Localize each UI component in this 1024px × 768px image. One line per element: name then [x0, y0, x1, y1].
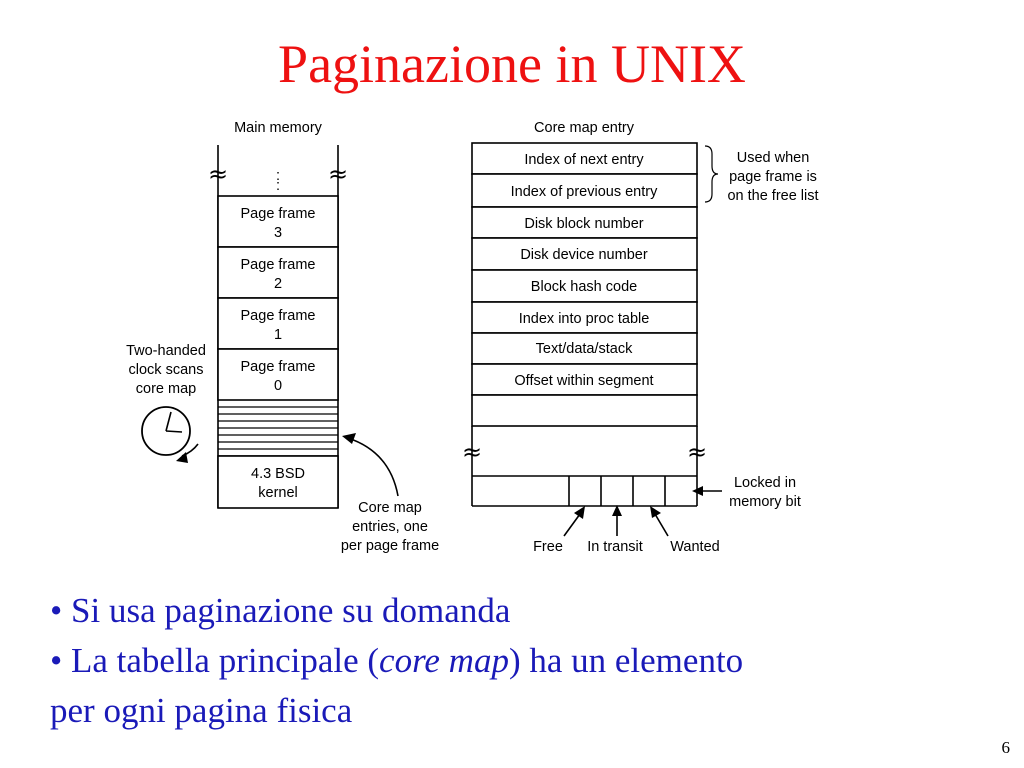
bullet-2-continued: per ogni pagina fisica	[50, 691, 353, 730]
wave-break-entry-left: ≈	[462, 438, 482, 466]
page-frame-3-line2: 3	[274, 225, 282, 241]
clock-label-line1: Two-handed	[126, 343, 206, 359]
page-number: 6	[1001, 738, 1011, 757]
clock-icon	[141, 406, 199, 463]
locked-label-line2: memory bit	[729, 494, 801, 510]
field-box-2	[471, 206, 698, 239]
core-map-term: core map	[379, 641, 509, 680]
free-list-brace	[704, 145, 719, 203]
field-box-empty	[471, 394, 698, 427]
page-frame-2-line1: Page frame	[241, 257, 316, 273]
field-box-0	[471, 142, 698, 175]
page-frame-1-line2: 1	[274, 327, 282, 343]
bsd-kernel-line1: 4.3 BSD	[251, 466, 305, 482]
free-list-label-line1: Used when	[737, 150, 810, 166]
free-list-label-line3: on the free list	[727, 188, 818, 204]
bit-arrows	[563, 486, 722, 537]
bit-wanted-label: Wanted	[670, 539, 719, 555]
wave-break-right: ≈	[328, 160, 348, 188]
page-frame-0-line2: 0	[274, 378, 282, 394]
bsd-kernel-line2: kernel	[258, 485, 298, 501]
memory-ellipsis: :	[276, 168, 280, 184]
core-map-label-line1: Core map	[358, 500, 422, 516]
bullet-1: • Si usa paginazione su domanda	[50, 591, 511, 630]
core-map-label-line3: per page frame	[341, 538, 439, 554]
page-frame-1-box	[217, 297, 339, 350]
free-list-label-line2: page frame is	[729, 169, 817, 185]
field-disk-device: Disk device number	[520, 247, 647, 263]
field-box-5	[471, 301, 698, 334]
field-offset-segment: Offset within segment	[514, 373, 653, 389]
page-frame-1-line1: Page frame	[241, 308, 316, 324]
field-disk-block: Disk block number	[524, 216, 643, 232]
field-index-previous: Index of previous entry	[511, 184, 658, 200]
core-map-entries	[218, 406, 338, 457]
core-map-label-line2: entries, one	[352, 519, 428, 535]
field-box-4	[471, 269, 698, 303]
slide-title: Paginazione in UNIX	[278, 34, 746, 94]
field-box-6	[471, 332, 698, 365]
bit-free-label: Free	[533, 539, 563, 555]
main-memory-label: Main memory	[234, 120, 323, 136]
bsd-kernel-box	[217, 455, 339, 509]
locked-label-line1: Locked in	[734, 475, 796, 491]
clock-label-line2: clock scans	[129, 362, 204, 378]
core-map-entry-label: Core map entry	[534, 120, 635, 136]
wave-break-left: ≈	[208, 160, 228, 188]
bit-in-transit-label: In transit	[587, 539, 643, 555]
field-proc-table: Index into proc table	[519, 311, 650, 327]
page-frame-2-box	[217, 246, 339, 299]
field-text-data-stack: Text/data/stack	[536, 341, 633, 357]
page-frame-0-line1: Page frame	[241, 359, 316, 375]
page-frame-3-box	[217, 195, 339, 248]
clock-label-line3: core map	[136, 381, 196, 397]
field-box-3	[471, 237, 698, 271]
page-frame-0-box	[217, 348, 339, 401]
field-box-1	[471, 173, 698, 208]
memory-ellipsis-2: :	[276, 178, 280, 194]
wave-break-entry-right: ≈	[687, 438, 707, 466]
field-block-hash: Block hash code	[531, 279, 637, 295]
bullet-list: • Si usa paginazione su domanda • La tab…	[50, 586, 1000, 736]
flag-bits-row	[472, 475, 697, 507]
page-frame-3-line1: Page frame	[241, 206, 316, 222]
core-map-arrow	[342, 433, 399, 497]
page-frame-2-line2: 2	[274, 276, 282, 292]
bullet-2: • La tabella principale (core map) ha un…	[50, 641, 744, 680]
field-index-next: Index of next entry	[524, 152, 644, 168]
